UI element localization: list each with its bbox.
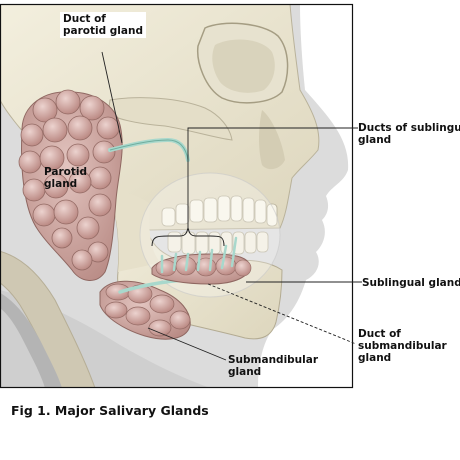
label-line: Duct of [63,13,106,25]
cervical-spine [0,250,96,388]
label-line: parotid gland [63,25,143,37]
label-duct-of-parotid-gland: Duct of parotid gland [60,12,146,38]
label-ducts-of-sublingual-gland: Ducts of sublingual gland [358,122,460,146]
parotid-gland [18,89,123,281]
label-line: Parotid [44,166,88,178]
label-line: Ducts of sublingual [358,122,460,134]
leader-submandibular-gland [147,327,227,361]
leader-lines [101,51,362,361]
parotid-duct-outline [109,139,189,161]
figure-frame [0,3,354,389]
upper-teeth [161,195,278,227]
label-line: gland [228,366,262,378]
label-duct-of-submandibular-gland: Duct of submandibular gland [358,328,447,364]
figure-caption: Fig 1. Major Salivary Glands [11,403,209,418]
orbit-inner-shadow [212,39,275,93]
submandibular-gland [99,280,191,340]
label-line: gland [358,352,392,364]
zygomatic-arch [107,97,233,141]
label-line: gland [358,134,392,146]
leader-submandibular-duct [207,283,357,345]
nasal-cavity [259,110,285,170]
label-line: Duct of [358,328,401,340]
label-sublingual-gland: Sublingual gland [362,277,460,289]
mandible-ramus [108,190,160,272]
lower-teeth [167,231,269,255]
spinal-cord-tube [0,292,62,388]
leader-sublingual-ducts [187,127,358,228]
label-line: gland [44,178,78,190]
label-parotid-gland: Parotid gland [44,166,87,190]
label-line: Sublingual gland [362,277,460,289]
leader-parotid-duct [101,51,123,144]
sublingual-ducts [160,236,238,274]
label-line: submandibular [358,340,447,352]
label-submandibular-gland: Submandibular gland [228,354,318,378]
label-line: Submandibular [228,354,319,366]
